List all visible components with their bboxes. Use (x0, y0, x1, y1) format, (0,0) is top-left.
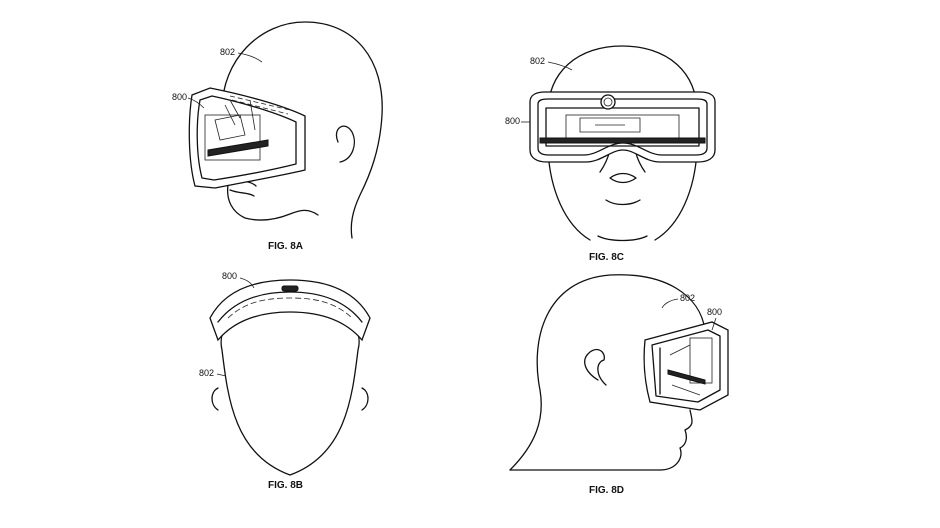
figure-caption: FIG. 8A (268, 241, 303, 252)
goggle-device (188, 87, 306, 189)
figure-caption: FIG. 8B (268, 480, 303, 491)
goggle-device (529, 91, 716, 163)
goggle-device (643, 321, 729, 411)
head-outline (220, 304, 360, 476)
figure-8b: 800 802 FIG. 8B (199, 271, 371, 491)
figure-8c: 802 800 FIG. 8C (505, 45, 716, 263)
figure-8d: 802 800 FIG. 8D (509, 274, 729, 496)
figure-8a: 802 800 FIG. 8A (172, 21, 383, 252)
ref-802: 802 (530, 56, 545, 66)
head-outline (547, 45, 698, 242)
ref-802: 802 (199, 368, 214, 378)
figure-caption: FIG. 8D (589, 485, 624, 496)
head-outline (509, 274, 706, 471)
head-outline (221, 21, 383, 239)
ref-802: 802 (220, 47, 235, 57)
ear (335, 125, 355, 163)
ref-800: 800 (172, 92, 187, 102)
goggle-device (209, 279, 371, 342)
figure-caption: FIG. 8C (589, 252, 624, 263)
ear (584, 348, 607, 386)
ref-800: 800 (505, 116, 520, 126)
ref-800: 800 (707, 307, 722, 317)
ref-802: 802 (680, 293, 695, 303)
ref-800: 800 (222, 271, 237, 281)
